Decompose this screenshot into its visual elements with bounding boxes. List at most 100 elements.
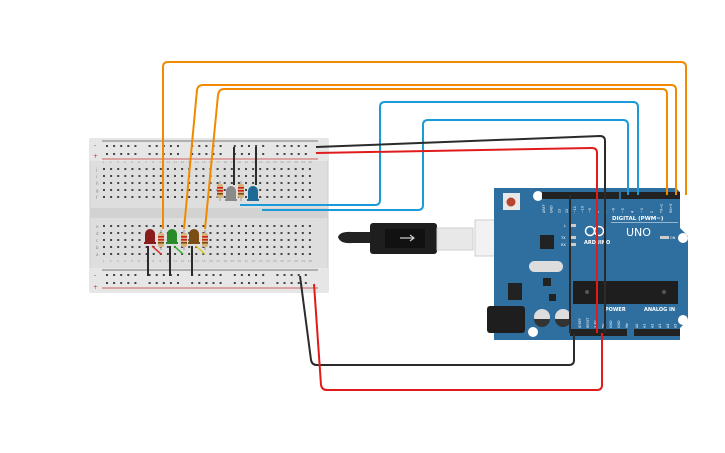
hole[interactable] [237,232,240,234]
rail-hole[interactable] [262,282,265,284]
hole[interactable] [216,246,219,248]
hole[interactable] [131,239,134,241]
hole[interactable] [308,225,311,227]
rail-hole[interactable] [212,274,215,276]
hole[interactable] [287,225,290,227]
rail-hole[interactable] [120,274,123,276]
hole[interactable] [103,239,105,241]
hole[interactable] [152,225,155,227]
hole[interactable] [230,168,233,170]
hole[interactable] [131,253,134,255]
hole[interactable] [174,189,176,191]
hole[interactable] [110,182,113,184]
hole[interactable] [159,182,162,184]
hole[interactable] [103,232,105,234]
rail-hole[interactable] [283,145,286,147]
hole[interactable] [145,182,148,184]
hole[interactable] [131,232,134,234]
hole[interactable] [209,189,212,191]
hole[interactable] [294,225,297,227]
hole[interactable] [237,246,240,248]
hole[interactable] [308,168,311,170]
rail-hole[interactable] [148,145,151,147]
hole[interactable] [195,189,198,191]
hole[interactable] [117,232,120,234]
hole[interactable] [273,232,276,234]
reset-button[interactable] [506,197,516,207]
hole[interactable] [138,168,141,170]
hole[interactable] [110,232,113,234]
hole[interactable] [209,232,212,234]
hole[interactable] [103,225,105,227]
hole[interactable] [216,232,219,234]
rail-hole[interactable] [219,145,222,147]
hole[interactable] [124,168,127,170]
hole[interactable] [174,253,176,255]
hole[interactable] [181,196,184,198]
rail-hole[interactable] [113,274,116,276]
hole[interactable] [181,189,184,191]
hole[interactable] [294,253,297,255]
hole[interactable] [301,182,304,184]
rail-hole[interactable] [205,145,208,147]
hole[interactable] [195,168,198,170]
hole[interactable] [138,253,141,255]
led[interactable] [188,229,200,244]
hole[interactable] [230,232,233,234]
rail-hole[interactable] [283,274,286,276]
hole[interactable] [245,239,247,241]
hole[interactable] [266,168,269,170]
hole[interactable] [237,239,240,241]
rail-hole[interactable] [198,153,201,155]
rail-hole[interactable] [248,282,250,284]
hole[interactable] [166,189,169,191]
rail-hole[interactable] [255,274,258,276]
hole[interactable] [159,168,162,170]
hole[interactable] [308,253,311,255]
hole[interactable] [301,189,304,191]
rail-hole[interactable] [262,153,265,155]
hole[interactable] [216,239,219,241]
rail-hole[interactable] [169,282,172,284]
hole[interactable] [166,246,169,248]
hole[interactable] [223,175,226,177]
hole[interactable] [216,253,219,255]
hole[interactable] [145,175,148,177]
hole[interactable] [103,175,105,177]
hole[interactable] [181,246,184,248]
hole[interactable] [245,168,247,170]
hole[interactable] [280,246,283,248]
rail-hole[interactable] [276,274,279,276]
hole[interactable] [245,232,247,234]
hole[interactable] [124,232,127,234]
led[interactable] [225,186,237,201]
hole[interactable] [308,239,311,241]
hole[interactable] [181,168,184,170]
hole[interactable] [301,225,304,227]
hole[interactable] [245,246,247,248]
hole[interactable] [110,225,113,227]
rail-hole[interactable] [198,282,201,284]
rail-hole[interactable] [127,274,130,276]
hole[interactable] [152,189,155,191]
rail-hole[interactable] [255,282,258,284]
hole[interactable] [103,253,105,255]
led[interactable] [144,229,156,244]
hole[interactable] [152,175,155,177]
rail-hole[interactable] [155,153,158,155]
hole[interactable] [138,225,141,227]
hole[interactable] [117,225,120,227]
hole[interactable] [252,175,255,177]
hole[interactable] [117,189,120,191]
rail-hole[interactable] [177,282,179,284]
rail-hole[interactable] [113,153,116,155]
rail-hole[interactable] [120,282,123,284]
hole[interactable] [216,225,219,227]
hole[interactable] [287,232,290,234]
rail-hole[interactable] [262,145,265,147]
hole[interactable] [259,182,262,184]
hole[interactable] [294,189,297,191]
hole[interactable] [188,246,191,248]
hole[interactable] [188,189,191,191]
hole[interactable] [280,175,283,177]
